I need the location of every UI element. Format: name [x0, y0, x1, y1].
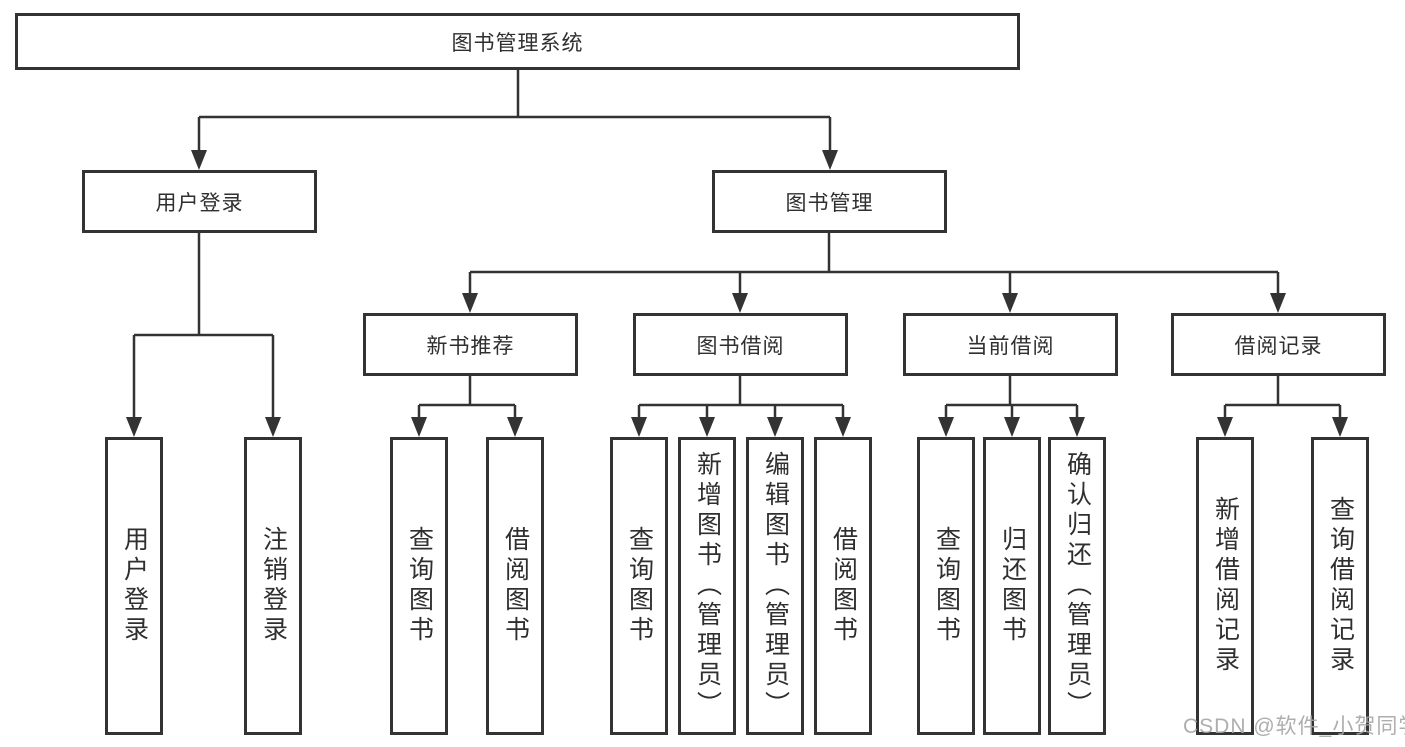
- arrowheads-current-borrow: [938, 417, 1085, 437]
- node-new-book-recommend-label: 新书推荐: [426, 334, 515, 358]
- node-book-management: 图书管理: [712, 170, 947, 233]
- leaf-query-books-borrowing-label: 查询图书: [625, 526, 654, 646]
- node-root-system: 图书管理系统: [15, 13, 1020, 70]
- arrowheads-book-mgmt: [462, 293, 1286, 313]
- node-current-borrowing: 当前借阅: [903, 313, 1118, 376]
- csdn-watermark: CSDN @软件_小贺同学: [1183, 715, 1405, 738]
- arrowheads-root: [191, 150, 838, 170]
- leaf-edit-books-admin: 编辑图书（管理员）: [746, 437, 804, 735]
- node-book-borrowing: 图书借阅: [633, 313, 848, 376]
- leaf-user-login-label: 用户登录: [120, 526, 149, 646]
- leaf-add-books-admin: 新增图书（管理员）: [678, 437, 736, 735]
- leaf-query-borrow-record-label: 查询借阅记录: [1326, 496, 1355, 676]
- leaf-confirm-return-admin-label: 确认归还（管理员）: [1063, 451, 1092, 721]
- leaf-logout-label: 注销登录: [259, 526, 288, 646]
- leaf-borrow-books-recommend-label: 借阅图书: [501, 526, 530, 646]
- leaf-query-books-current: 查询图书: [917, 437, 975, 735]
- leaf-add-books-admin-label: 新增图书（管理员）: [693, 451, 722, 721]
- arrowheads-borrow-records: [1217, 417, 1348, 437]
- edges-user-login: [132, 233, 275, 421]
- arrowheads-new-book-rec: [411, 417, 523, 437]
- leaf-return-books: 归还图书: [983, 437, 1041, 735]
- leaf-borrow-books-borrowing: 借阅图书: [814, 437, 872, 735]
- edges-book-mgmt: [468, 233, 1280, 297]
- leaf-user-login: 用户登录: [105, 437, 163, 735]
- leaf-query-books-current-label: 查询图书: [932, 526, 961, 646]
- edges-book-borrow: [637, 376, 845, 421]
- node-user-login: 用户登录: [82, 170, 317, 233]
- edges-borrow-records: [1223, 376, 1342, 421]
- node-root-system-label: 图书管理系统: [451, 31, 584, 55]
- arrowheads-book-borrow: [631, 417, 851, 437]
- node-book-borrowing-label: 图书借阅: [696, 334, 785, 358]
- leaf-borrow-books-recommend: 借阅图书: [486, 437, 544, 735]
- leaf-borrow-books-borrowing-label: 借阅图书: [829, 526, 858, 646]
- leaf-return-books-label: 归还图书: [998, 526, 1027, 646]
- edges-root: [197, 70, 832, 154]
- edges-current-borrow: [944, 376, 1079, 421]
- leaf-add-borrow-record-label: 新增借阅记录: [1211, 496, 1240, 676]
- leaf-query-books-recommend: 查询图书: [390, 437, 448, 735]
- leaf-confirm-return-admin: 确认归还（管理员）: [1048, 437, 1106, 735]
- leaf-edit-books-admin-label: 编辑图书（管理员）: [761, 451, 790, 721]
- leaf-add-borrow-record: 新增借阅记录: [1196, 437, 1254, 735]
- leaf-logout: 注销登录: [244, 437, 302, 735]
- node-current-borrowing-label: 当前借阅: [966, 334, 1055, 358]
- node-borrowing-records: 借阅记录: [1171, 313, 1386, 376]
- leaf-query-books-recommend-label: 查询图书: [405, 526, 434, 646]
- arrowheads-user-login: [126, 417, 281, 437]
- edges-new-book-rec: [417, 376, 517, 421]
- node-book-management-label: 图书管理: [785, 191, 874, 215]
- leaf-query-books-borrowing: 查询图书: [610, 437, 668, 735]
- node-new-book-recommend: 新书推荐: [363, 313, 578, 376]
- node-borrowing-records-label: 借阅记录: [1234, 334, 1323, 358]
- leaf-query-borrow-record: 查询借阅记录: [1311, 437, 1369, 735]
- node-user-login-label: 用户登录: [155, 191, 244, 215]
